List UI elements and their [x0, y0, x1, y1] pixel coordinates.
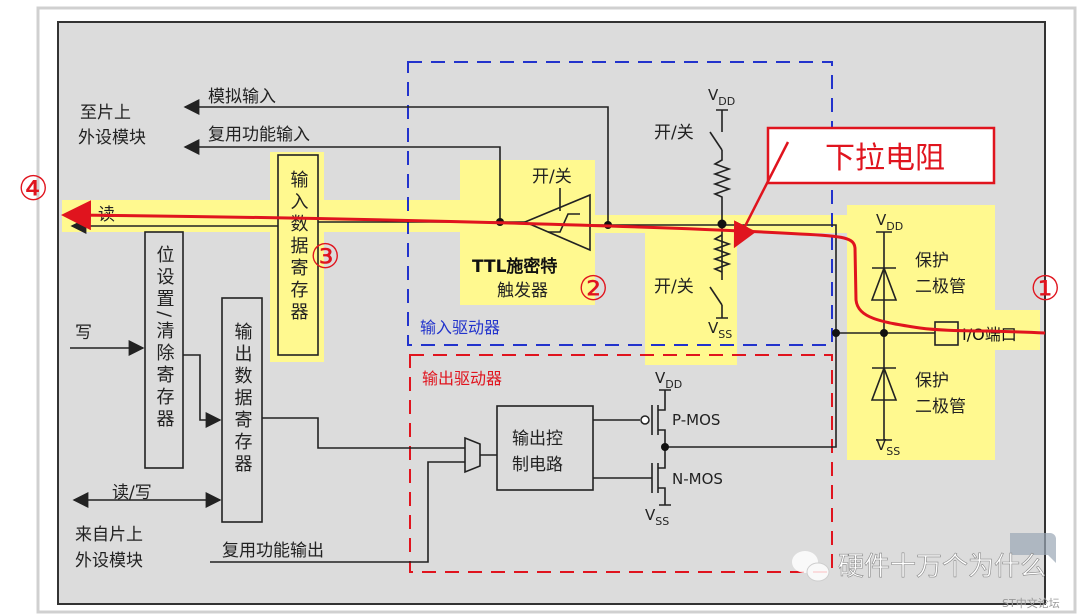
- pulldown-switch-label: 开/关: [654, 277, 694, 297]
- ttl-label-2: 触发器: [497, 281, 548, 301]
- output-control-label-2: 制电路: [512, 455, 563, 475]
- wechat-watermark: 硬件十万个为什么: [838, 552, 1046, 582]
- pmos-gate-bubble: [640, 415, 650, 425]
- ttl-switch-label: 开/关: [532, 167, 572, 187]
- protect-diode-top-label-2: 二极管: [915, 277, 966, 297]
- forum-watermark: ST中文论坛: [1002, 596, 1060, 610]
- callout-arrow: [733, 141, 790, 249]
- pmos-label: P-MOS: [672, 411, 720, 429]
- alt-func-input-label: 复用功能输入: [208, 125, 310, 145]
- vdd-pmos: VDD: [655, 369, 682, 391]
- ttl-label-1: TTL施密特: [472, 256, 557, 277]
- from-peripheral-label-2: 外设模块: [75, 551, 143, 571]
- protect-diode-bottom-label-1: 保护: [915, 371, 949, 391]
- analog-input-label: 模拟输入: [208, 87, 276, 107]
- output-driver-label: 输出驱动器: [422, 369, 502, 388]
- vdd-pullup: VDD: [708, 86, 735, 108]
- output-data-register: [221, 297, 263, 523]
- protect-diode-top-label-1: 保护: [915, 251, 949, 271]
- input-data-register-label: 输入数据寄存器: [288, 170, 309, 324]
- output-control-label-1: 输出控: [512, 429, 563, 449]
- vss-diode: VSS: [876, 436, 900, 458]
- pullup-switch-label: 开/关: [654, 123, 694, 143]
- alt-func-output-label: 复用功能输出: [222, 541, 324, 561]
- pull-down-callout-label: 下拉电阻: [825, 141, 945, 176]
- input-driver-box: [407, 61, 833, 346]
- vss-pulldown: VSS: [708, 319, 732, 341]
- marker-4: ④: [18, 169, 48, 209]
- vdd-diode: VDD: [876, 211, 903, 233]
- input-driver-label: 输入驱动器: [420, 318, 500, 337]
- vss-nmos: VSS: [645, 506, 669, 528]
- output-control-circuit: [496, 405, 594, 491]
- marker-1: ①: [1030, 269, 1060, 309]
- read-signal-path: [61, 200, 1046, 335]
- wechat-icon: [792, 551, 830, 582]
- io-pad: [934, 321, 959, 346]
- write-label: 写: [75, 323, 92, 343]
- to-peripheral-label-2: 外设模块: [78, 128, 146, 148]
- protect-diode-bottom-label-2: 二极管: [915, 397, 966, 417]
- pull-down-callout-box: [766, 126, 996, 185]
- output-data-register-label: 输出数据寄存器: [232, 322, 253, 476]
- output-driver-box: [409, 354, 833, 573]
- marker-2: ②: [578, 269, 608, 309]
- bit-set-reset-register-label: 位设置/清除寄存器: [154, 245, 175, 431]
- bit-set-reset-register: [144, 231, 184, 469]
- input-data-register: [277, 154, 319, 356]
- io-port-label: I/O端口: [962, 325, 1017, 344]
- forum-logo-icon: [1010, 533, 1056, 563]
- wires: [70, 99, 935, 563]
- to-peripheral-label-1: 至片上: [80, 103, 131, 123]
- from-peripheral-label-1: 来自片上: [75, 525, 143, 545]
- nmos-label: N-MOS: [672, 470, 723, 488]
- marker-3: ③: [310, 237, 340, 277]
